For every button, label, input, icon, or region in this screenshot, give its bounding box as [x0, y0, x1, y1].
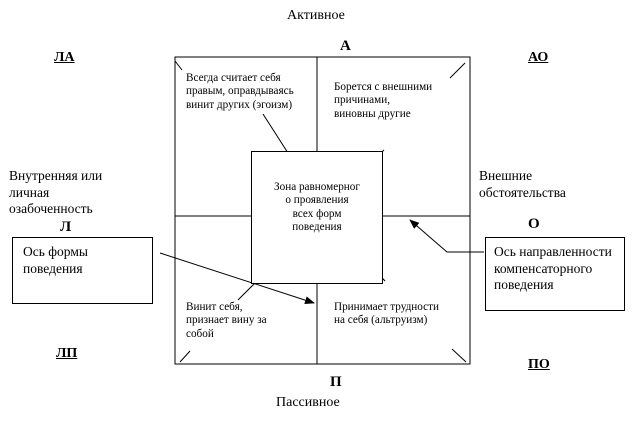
arrow-right-box [409, 219, 484, 253]
right-side-label: Внешние обстоятельства [479, 168, 566, 200]
axis-letter-left: Л [60, 219, 72, 235]
corner-label-bottom-right: ПО [528, 357, 550, 372]
quadrant-text-bottom-left: Винит себя, признает вину за собой [186, 301, 267, 340]
quadrant-text-top-left: Всегда считает себя правым, оправдываясь… [186, 72, 294, 111]
axis-top-label: Активное [287, 8, 345, 23]
outer-square [174, 56, 471, 365]
axis-bottom-label: Пассивное [276, 395, 340, 410]
left-axis-box: Ось формы поведения [12, 237, 153, 304]
center-zone-box: Зона равномерног о проявления всех форм … [251, 151, 383, 284]
corner-tick-top-right [449, 62, 466, 79]
axis-letter-top: А [340, 38, 351, 54]
axis-letter-bottom: П [330, 374, 342, 390]
axis-letter-right: О [528, 216, 540, 232]
connector-top-left [262, 113, 289, 154]
right-axis-box: Ось направленности компенсаторного повед… [485, 237, 625, 311]
corner-label-top-right: АО [528, 50, 549, 65]
corner-label-bottom-left: ЛП [56, 346, 78, 361]
arrow-left-box [159, 252, 315, 305]
quadrant-text-top-right: Борется с внешними причинами, виновны др… [334, 81, 433, 120]
corner-tick-bottom-right [451, 348, 467, 363]
corner-tick-top-left [174, 60, 183, 71]
left-side-label: Внутренняя или личная озабоченность [9, 168, 103, 216]
corner-label-top-left: ЛА [54, 50, 75, 65]
center-zone-text: Зона равномерног о проявления всех форм … [274, 181, 360, 233]
corner-tick-bottom-left [179, 350, 191, 363]
quadrant-text-bottom-right: Принимает трудности на себя (альтруизм) [334, 301, 440, 327]
